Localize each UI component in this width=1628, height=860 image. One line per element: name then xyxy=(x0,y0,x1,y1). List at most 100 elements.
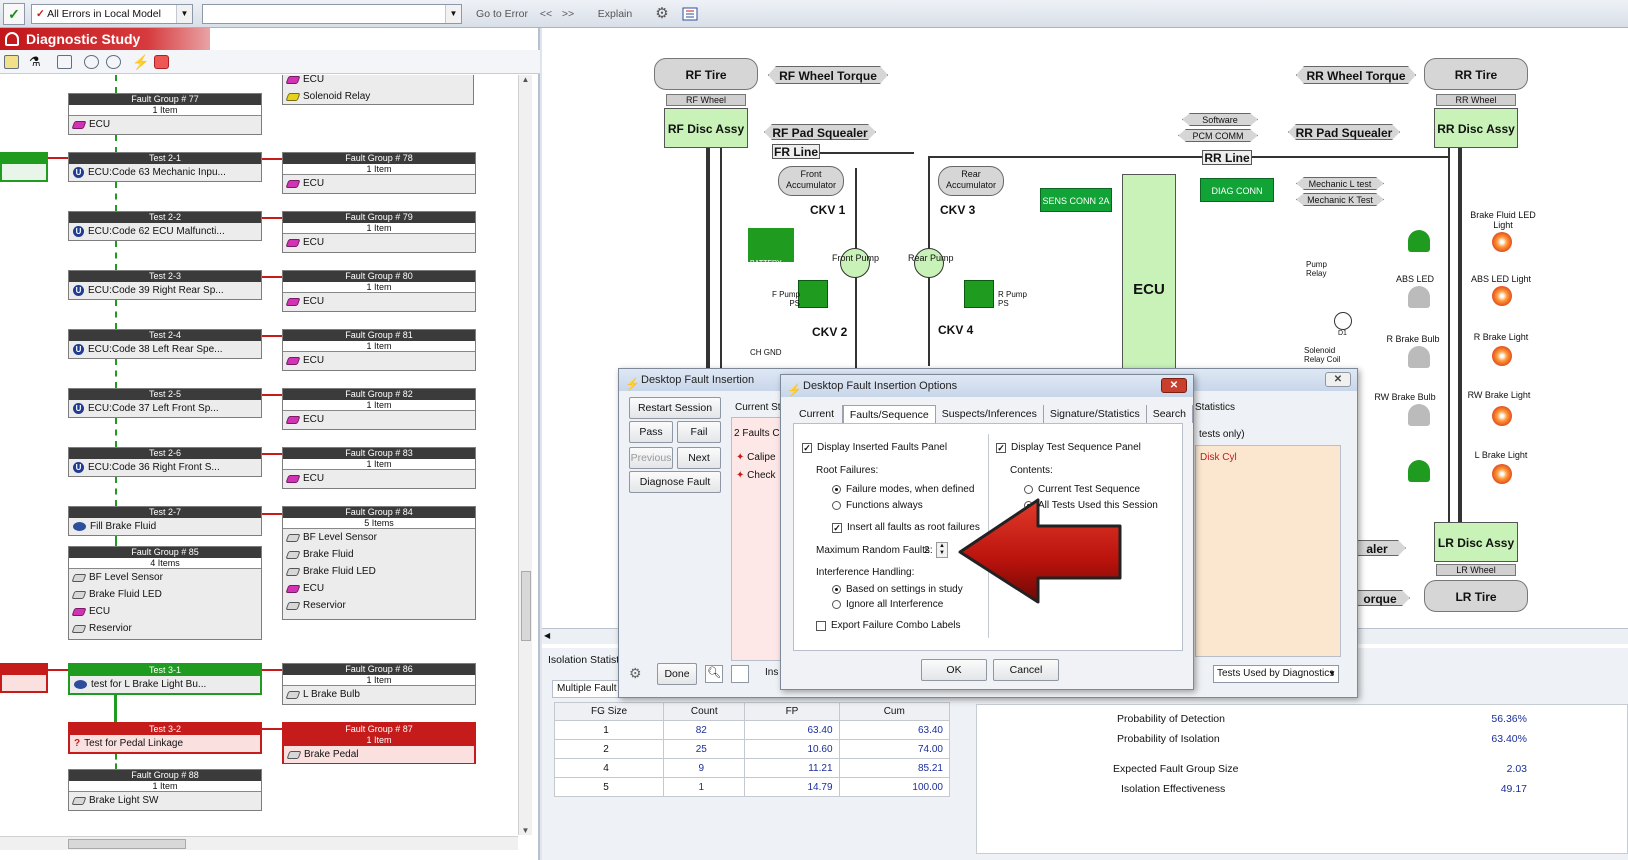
zoom-in-icon[interactable] xyxy=(84,55,99,69)
scroll-left-icon[interactable]: ◀ xyxy=(544,631,551,640)
done-button[interactable]: Done xyxy=(657,663,697,685)
display-test-sequence-checkbox[interactable]: ✓Display Test Sequence Panel xyxy=(996,442,1141,453)
fault-group-88[interactable]: Fault Group # 88 1 Item Brake Light SW xyxy=(68,769,262,811)
tree-view-icon[interactable] xyxy=(731,665,749,683)
previous-button[interactable]: Previous xyxy=(629,447,673,469)
led-icon[interactable] xyxy=(1408,230,1430,252)
search-icon[interactable]: 🔍︎ xyxy=(705,665,723,683)
tab-suspects-inferences[interactable]: Suspects/Inferences xyxy=(936,405,1044,423)
battery-icon[interactable] xyxy=(748,228,794,262)
tab-search[interactable]: Search xyxy=(1147,405,1193,423)
r-pump-ps-icon[interactable] xyxy=(964,280,994,308)
max-random-stepper[interactable]: ▲▼ xyxy=(936,542,948,558)
pcm-comm-node[interactable]: PCM COMM xyxy=(1178,129,1258,142)
ckv-3[interactable]: CKV 3 xyxy=(940,203,976,217)
tab-current-step[interactable]: Current Step xyxy=(793,405,843,434)
max-random-faults-value[interactable]: 2 xyxy=(924,545,930,556)
f-pump-ps-icon[interactable] xyxy=(798,280,828,308)
error-filter-select[interactable]: ✓ All Errors in Local Model ▼ xyxy=(31,4,193,24)
test-3-1[interactable]: Test 3-1 test for L Brake Light Bu... xyxy=(68,663,262,695)
functions-always-radio[interactable]: Functions always xyxy=(832,500,923,511)
rf-wheel-torque[interactable]: RF Wheel Torque xyxy=(768,66,888,84)
rw-brake-light-icon[interactable] xyxy=(1492,406,1512,426)
gear-icon[interactable]: ⚙ xyxy=(655,5,669,22)
fr-line[interactable]: FR Line xyxy=(772,144,820,159)
previous-error-button[interactable]: << xyxy=(539,8,553,20)
bulb-socket-icon[interactable] xyxy=(1408,346,1430,368)
rear-accumulator[interactable]: Rear Accumulator xyxy=(938,166,1004,196)
lr-pad-squealer[interactable]: aler xyxy=(1348,540,1406,556)
rr-pad-squealer[interactable]: RR Pad Squealer xyxy=(1288,124,1400,140)
multiple-fault-select[interactable]: Multiple Fault S xyxy=(552,680,622,698)
current-test-sequence-radio[interactable]: Current Test Sequence xyxy=(1024,484,1140,495)
ckv-1[interactable]: CKV 1 xyxy=(810,203,846,217)
rf-disc-assy[interactable]: RF Disc Assy xyxy=(664,108,748,148)
explain-button[interactable]: Explain xyxy=(597,8,633,20)
go-to-error-button[interactable]: Go to Error xyxy=(476,8,528,20)
scroll-up-icon[interactable]: ▲ xyxy=(521,75,530,84)
fault-group-77[interactable]: Fault Group # 77 1 Item ECU xyxy=(68,93,262,135)
display-inserted-faults-checkbox[interactable]: ✓Display Inserted Faults Panel xyxy=(802,442,948,453)
tab-faults-sequence[interactable]: Faults/Sequence xyxy=(842,405,936,423)
gear-icon[interactable]: ⚙ xyxy=(629,665,642,681)
rf-tire[interactable]: RF Tire xyxy=(654,58,758,90)
front-accumulator[interactable]: Front Accumulator xyxy=(778,166,844,196)
front-pump-icon[interactable] xyxy=(840,248,870,278)
abs-led-light-icon[interactable] xyxy=(1492,286,1512,306)
diag-conn[interactable]: DIAG CONN xyxy=(1200,178,1274,202)
table-icon[interactable] xyxy=(57,55,72,69)
fault-group-84[interactable]: Fault Group # 84 5 Items BF Level Sensor… xyxy=(282,506,476,620)
rr-line[interactable]: RR Line xyxy=(1202,150,1252,165)
rf-pad-squealer[interactable]: RF Pad Squealer xyxy=(764,124,876,140)
export-failure-combo-checkbox[interactable]: Export Failure Combo Labels xyxy=(816,620,961,631)
open-folder-icon[interactable] xyxy=(4,55,19,69)
lr-wheel-torque[interactable]: orque xyxy=(1350,590,1410,606)
lr-disc-assy[interactable]: LR Disc Assy xyxy=(1434,522,1518,562)
failure-modes-radio[interactable]: Failure modes, when defined xyxy=(832,484,974,495)
ckv-2[interactable]: CKV 2 xyxy=(812,325,848,339)
test-2-7[interactable]: Test 2-7 Fill Brake Fluid xyxy=(68,506,262,536)
fault-insert-icon[interactable]: ⚡ xyxy=(132,54,150,70)
ignore-interference-radio[interactable]: Ignore all Interference xyxy=(832,599,943,610)
rear-pump-icon[interactable] xyxy=(914,248,944,278)
ok-button[interactable]: OK xyxy=(921,659,987,681)
mechanic-l-test[interactable]: Mechanic L test xyxy=(1296,177,1384,190)
isolation-statistics-tab[interactable]: Isolation Statistic xyxy=(548,654,627,666)
rf-wheel[interactable]: RF Wheel xyxy=(666,94,746,106)
stop-icon[interactable] xyxy=(154,55,169,69)
scroll-thumb[interactable] xyxy=(68,839,186,849)
scroll-thumb[interactable] xyxy=(521,571,531,641)
test-3-2[interactable]: Test 3-2 ?Test for Pedal Linkage xyxy=(68,722,262,754)
bulb-socket-icon[interactable] xyxy=(1408,404,1430,426)
check-icon-button[interactable]: ✓ xyxy=(3,3,25,25)
secondary-select[interactable]: ▼ xyxy=(202,4,462,24)
led-icon[interactable] xyxy=(1408,286,1430,308)
next-error-button[interactable]: >> xyxy=(561,8,575,20)
chevron-down-icon[interactable]: ▼ xyxy=(445,5,461,23)
software-node[interactable]: Software xyxy=(1182,113,1258,126)
based-on-settings-radio[interactable]: Based on settings in study xyxy=(832,584,963,595)
lr-tire[interactable]: LR Tire xyxy=(1424,580,1528,612)
cancel-button[interactable]: Cancel xyxy=(993,659,1059,681)
sens-conn-2a[interactable]: SENS CONN 2A xyxy=(1040,188,1112,212)
properties-icon[interactable] xyxy=(680,4,700,24)
fault-group-87[interactable]: Fault Group # 87 1 Item Brake Pedal xyxy=(282,722,476,764)
diagnose-fault-button[interactable]: Diagnose Fault xyxy=(629,471,721,493)
rr-disc-assy[interactable]: RR Disc Assy xyxy=(1434,108,1518,148)
chevron-down-icon[interactable]: ▼ xyxy=(176,5,192,23)
tests-used-select[interactable]: Tests Used by Diagnostics ▼ xyxy=(1213,665,1339,683)
ckv-4[interactable]: CKV 4 xyxy=(938,323,974,337)
fault-group-85[interactable]: Fault Group # 85 4 Items BF Level Sensor… xyxy=(68,546,262,640)
chevron-down-icon[interactable]: ▼ xyxy=(1328,669,1336,678)
l-brake-light-icon[interactable] xyxy=(1492,464,1512,484)
fault-group-top[interactable]: ECU Solenoid Relay xyxy=(282,75,474,105)
